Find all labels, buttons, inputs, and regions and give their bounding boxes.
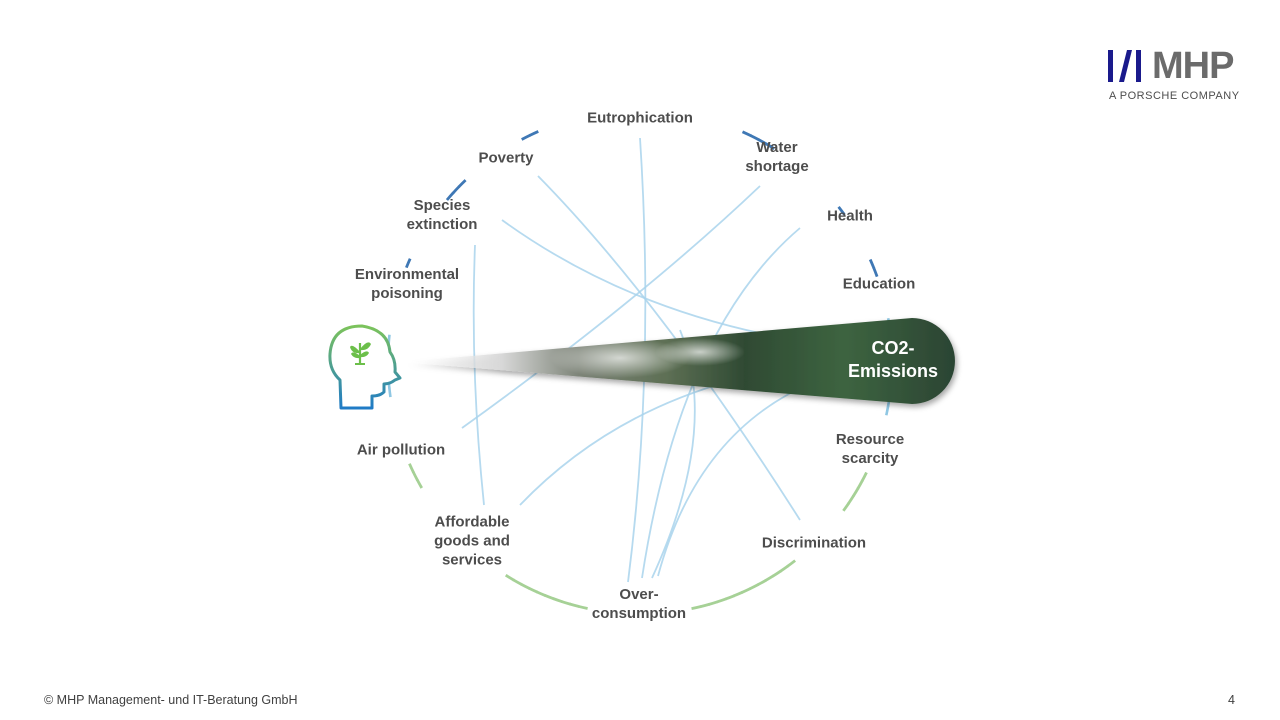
ring-segment — [764, 574, 775, 582]
mhp-logo-subtitle: A PORSCHE COMPANY — [1109, 90, 1240, 102]
node-affordable-goods: Affordable goods and services — [434, 513, 510, 569]
ring-segment — [741, 130, 752, 138]
ring-segment — [868, 258, 876, 269]
connection-line — [537, 175, 801, 521]
ring-segment — [411, 471, 419, 481]
node-resource-scarcity: Resource scarcity — [835, 431, 905, 467]
ring-segment — [872, 267, 879, 278]
connection-line — [461, 185, 761, 429]
ring-segment — [772, 569, 782, 578]
ring-segment — [521, 133, 531, 141]
ring-segment — [520, 582, 531, 590]
ring-segment — [856, 479, 864, 490]
ring-segment — [536, 590, 547, 597]
ring-segment — [852, 487, 860, 498]
smoke-cloud — [550, 338, 690, 378]
ring-segment — [699, 602, 710, 609]
ring-segment — [451, 185, 461, 195]
ring-segment — [544, 594, 555, 601]
node-poverty: Poverty — [478, 149, 534, 167]
node-species-extinction: Species extinction — [406, 197, 478, 233]
ring-segment — [724, 594, 735, 601]
ring-segment — [837, 205, 846, 216]
ring-segment — [504, 574, 515, 582]
ring-segment — [779, 564, 789, 573]
ring-segment — [569, 602, 580, 608]
node-discrimination: Discrimination — [761, 534, 867, 552]
sprout-icon — [350, 342, 371, 365]
node-water-shortage: Water shortage — [745, 139, 809, 175]
ring-segment — [457, 179, 467, 188]
ring-segment — [415, 478, 423, 489]
center-label-co2: CO2- Emissions — [847, 338, 939, 381]
ring-segment — [577, 604, 588, 610]
ring-segment — [749, 583, 759, 591]
ring-segment — [528, 130, 539, 137]
mhp-logo-mark — [1108, 50, 1141, 82]
ring-segment — [691, 605, 702, 611]
ring-segment — [765, 142, 776, 150]
ring-segment — [885, 405, 890, 416]
ring-segment — [560, 600, 571, 606]
head-icon — [328, 324, 402, 410]
ring-segment — [552, 597, 563, 603]
ring-segment — [405, 258, 412, 269]
ring-segment — [708, 600, 719, 606]
ring-segment — [387, 387, 392, 398]
ring-segment — [847, 494, 855, 505]
mhp-logo-word: MHP — [1152, 45, 1234, 87]
connection-line — [501, 219, 829, 346]
smoke-cloud — [655, 338, 745, 366]
ring-segment — [842, 502, 851, 512]
ring-segment — [860, 471, 868, 482]
connection-line — [472, 244, 485, 506]
ring-segment — [741, 587, 752, 594]
node-education: Education — [842, 275, 916, 293]
mhp-logo: MHP A PORSCHE COMPANY — [1108, 45, 1240, 108]
ring-segment — [733, 590, 744, 598]
ring-segment — [528, 586, 539, 594]
footer-copyright: © MHP Management- und IT-Beratung GmbH — [44, 693, 298, 707]
node-eutrophication: Eutrophication — [587, 109, 693, 127]
ring-segment — [756, 579, 767, 587]
node-over-consumption: Over- consumption — [591, 586, 687, 622]
ring-segment — [408, 463, 415, 474]
node-air-pollution: Air pollution — [356, 441, 446, 459]
node-environmental-poisoning: Environmental poisoning — [354, 266, 460, 302]
page-number: 4 — [1228, 693, 1235, 707]
node-health: Health — [827, 207, 873, 225]
ring-segment — [786, 559, 797, 568]
ring-segment — [716, 597, 727, 604]
ring-segment — [512, 578, 523, 586]
